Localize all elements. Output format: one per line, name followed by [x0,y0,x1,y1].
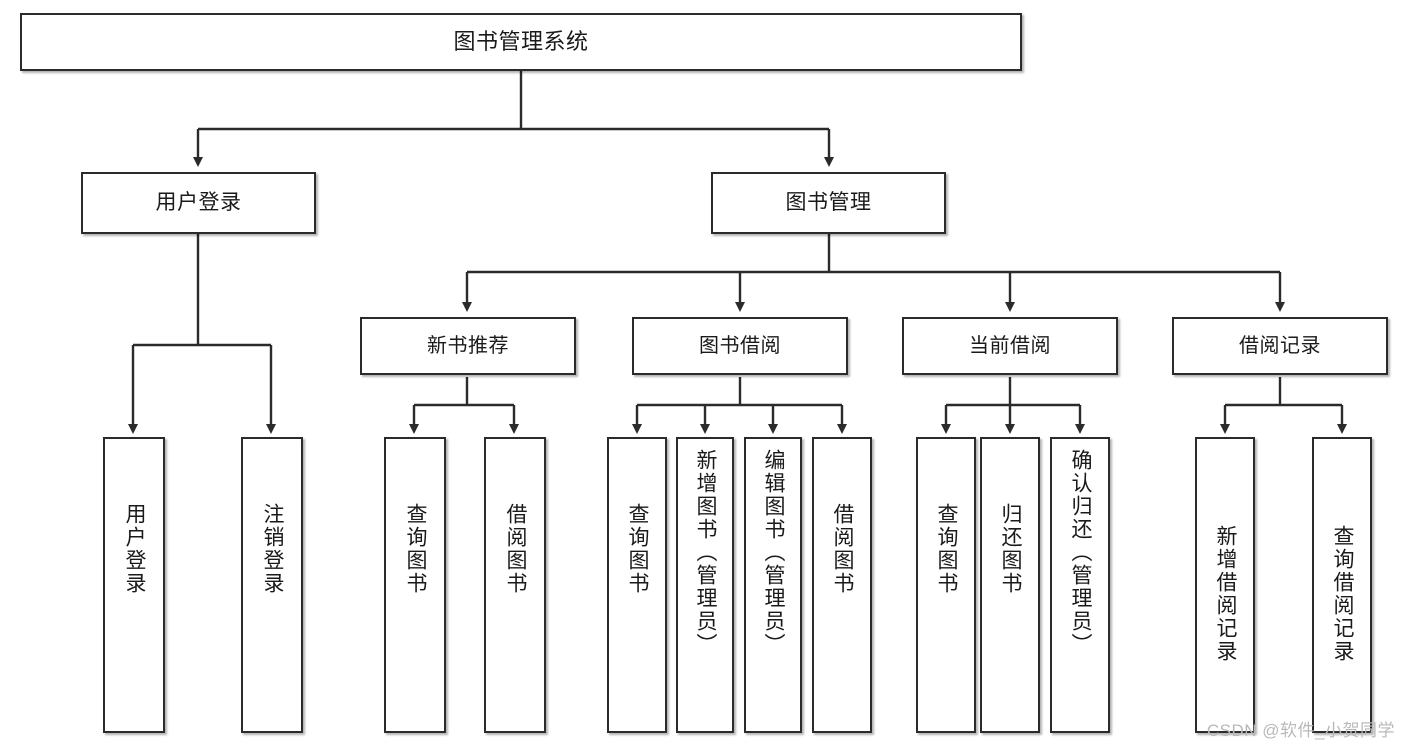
node-leaf-add-book[interactable]: 新增图书（管理员） [676,437,734,733]
csdn-watermark: CSDN @软件_小贺同学 [1206,721,1395,740]
node-leaf-query-book-1-label: 查询图书 [404,503,428,595]
node-leaf-return-book-label: 归还图书 [999,503,1023,595]
node-book-borrow-label: 图书借阅 [699,334,781,357]
node-leaf-confirm-return[interactable]: 确认归还（管理员） [1050,437,1110,733]
node-leaf-borrow-book-1[interactable]: 借阅图书 [484,437,546,733]
node-leaf-borrow-book-2-label: 借阅图书 [831,503,855,595]
node-leaf-query-book-3-label: 查询图书 [935,503,959,595]
node-leaf-query-book-2[interactable]: 查询图书 [607,437,667,733]
node-leaf-query-record-label: 查询借阅记录 [1331,525,1355,663]
node-leaf-logout-login[interactable]: 注销登录 [241,437,303,733]
node-leaf-add-record[interactable]: 新增借阅记录 [1195,437,1255,733]
node-leaf-query-record[interactable]: 查询借阅记录 [1312,437,1372,733]
node-leaf-logout-login-label: 注销登录 [261,503,285,595]
node-leaf-query-book-3[interactable]: 查询图书 [916,437,976,733]
node-borrow-record-label: 借阅记录 [1239,334,1321,357]
node-root[interactable]: 图书管理系统 [20,13,1022,71]
node-user-login-label: 用户登录 [155,190,242,214]
node-borrow-record[interactable]: 借阅记录 [1172,317,1388,375]
node-leaf-user-login-label: 用户登录 [123,503,147,595]
node-book-management[interactable]: 图书管理 [711,172,946,234]
node-book-borrow[interactable]: 图书借阅 [632,317,848,375]
node-current-borrow-label: 当前借阅 [969,334,1051,357]
node-leaf-query-book-1[interactable]: 查询图书 [384,437,446,733]
node-root-label: 图书管理系统 [453,29,589,55]
node-leaf-edit-book[interactable]: 编辑图书（管理员） [744,437,802,733]
node-leaf-confirm-return-label: 确认归还（管理员） [1069,449,1093,656]
node-book-management-label: 图书管理 [785,190,872,214]
node-leaf-user-login[interactable]: 用户登录 [103,437,165,733]
node-leaf-borrow-book-1-label: 借阅图书 [504,503,528,595]
node-current-borrow[interactable]: 当前借阅 [902,317,1118,375]
node-leaf-add-record-label: 新增借阅记录 [1214,525,1238,663]
node-new-book-recommend-label: 新书推荐 [427,334,509,357]
node-leaf-borrow-book-2[interactable]: 借阅图书 [812,437,872,733]
node-leaf-edit-book-label: 编辑图书（管理员） [762,449,786,656]
node-leaf-return-book[interactable]: 归还图书 [980,437,1040,733]
node-user-login[interactable]: 用户登录 [81,172,316,234]
node-leaf-query-book-2-label: 查询图书 [626,503,650,595]
node-leaf-add-book-label: 新增图书（管理员） [694,449,718,656]
node-new-book-recommend[interactable]: 新书推荐 [360,317,576,375]
